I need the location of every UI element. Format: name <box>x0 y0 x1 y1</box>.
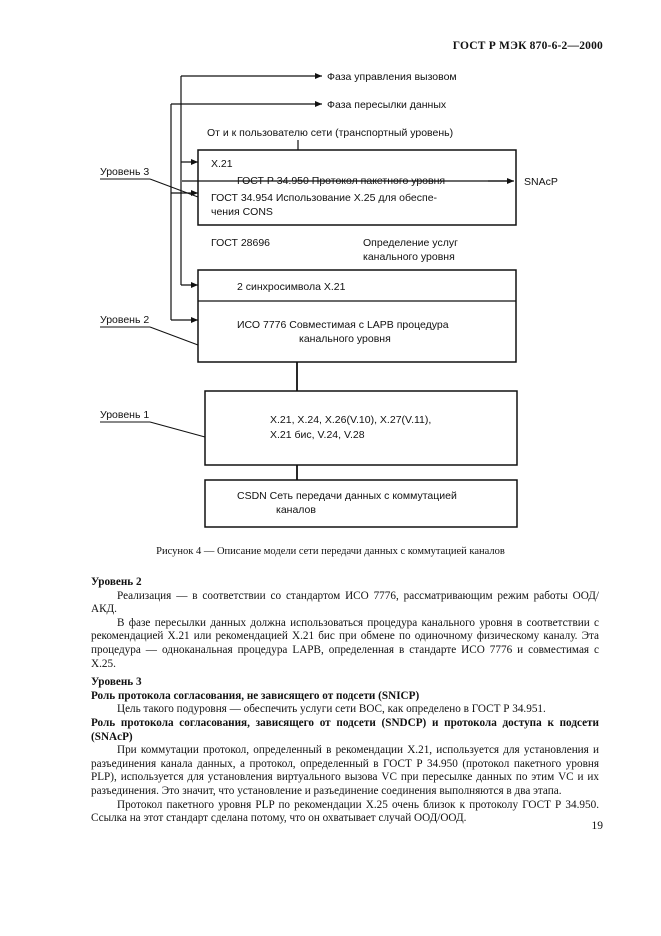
box3-line1: X.21, X.24, X.26(V.10), X.27(V.11), <box>270 414 431 426</box>
document-header: ГОСТ Р МЭК 870-6-2—2000 <box>452 40 603 52</box>
box3-line2: X.21 бис, V.24, V.28 <box>270 429 365 441</box>
box1-line1: X.21 <box>211 158 233 170</box>
paragraph: Реализация — в соответствии со стандарто… <box>91 589 599 616</box>
box2-line1: ИСО 7776 Совместимая с LAPB процедура <box>237 319 449 331</box>
page-number: 19 <box>591 820 604 832</box>
box4-line2: каналов <box>276 504 316 516</box>
box2-line2: канального уровня <box>299 333 391 345</box>
box1-line4: чения CONS <box>211 206 273 218</box>
label-level-1: Уровень 1 <box>100 409 149 421</box>
layer1-box <box>204 390 518 466</box>
label-data-transfer-phase: Фаза пересылки данных <box>327 99 447 111</box>
network-model-diagram: Фаза управления вызовом Фаза пересылки д… <box>100 71 558 528</box>
label-level-3: Уровень 3 <box>100 166 149 178</box>
label-snacp: SNAcP <box>524 176 558 188</box>
box1-line3: ГОСТ 34.954 Использование X.25 для обесп… <box>211 192 438 204</box>
box4-line1: CSDN Сеть передачи данных с коммутацией <box>237 490 457 502</box>
body-text: Уровень 2 Реализация — в соответствии со… <box>91 576 599 826</box>
label-gost-28696: ГОСТ 28696 <box>211 237 270 249</box>
csdn-box <box>204 479 518 528</box>
label-to-from-user: От и к пользователю сети (транспортный у… <box>207 127 453 139</box>
layer2-box <box>197 269 517 363</box>
paragraph: При коммутации протокол, определенный в … <box>91 744 599 797</box>
heading-sndcp: Роль протокола согласования, зависящего … <box>91 716 599 743</box>
phase-connectors <box>170 73 322 323</box>
paragraph: Протокол пакетного уровня PLP по рекомен… <box>91 798 599 825</box>
box2-top: 2 синхросимвола X.21 <box>237 281 346 293</box>
figure-caption: Рисунок 4 — Описание модели сети передач… <box>156 546 505 557</box>
box1-line2: ГОСТ Р 34.950 Протокол пакетного уровня <box>237 175 445 187</box>
level-pointers <box>100 178 206 438</box>
label-level-2: Уровень 2 <box>100 314 149 326</box>
heading-level-2: Уровень 2 <box>91 576 142 588</box>
heading-level-3: Уровень 3 <box>91 676 142 689</box>
paragraph: Цель такого подуровня — обеспечить услуг… <box>117 703 546 716</box>
label-link-service-1: Определение услуг <box>363 237 458 249</box>
label-call-control-phase: Фаза управления вызовом <box>327 71 457 83</box>
paragraph: В фазе пересылки данных должна использов… <box>91 616 599 670</box>
label-link-service-2: канального уровня <box>363 251 455 263</box>
layer3-box <box>197 149 517 226</box>
heading-snicp: Роль протокола согласования, не зависяще… <box>91 689 420 702</box>
